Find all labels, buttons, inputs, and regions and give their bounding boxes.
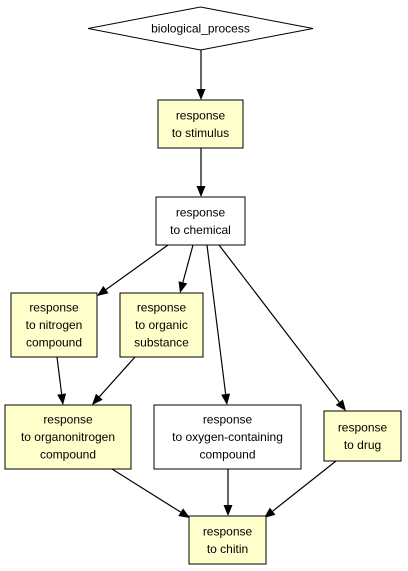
node-response-to-drug[interactable]: response to drug <box>323 410 402 462</box>
node-biological-process[interactable]: biological_process <box>87 6 314 51</box>
node-response-to-stimulus[interactable]: response to stimulus <box>157 99 244 149</box>
arrowhead <box>92 393 103 405</box>
edges-layer <box>56 50 346 518</box>
node-response-to-nitrogen-compound[interactable]: response to nitrogen compound <box>10 292 98 358</box>
edge-line <box>111 468 182 513</box>
arrowhead <box>223 505 233 516</box>
node-label-line: to nitrogen <box>26 318 83 332</box>
node-box-shape <box>323 410 402 462</box>
node-diamond-shape <box>87 6 314 51</box>
edge-response-to-chemical-to-response-to-drug <box>218 244 346 411</box>
edge-line <box>182 244 194 283</box>
node-response-to-organonitrogen-compound[interactable]: response to organonitrogen compound <box>4 404 132 470</box>
edge-line <box>105 244 169 291</box>
edge-response-to-nitrogen-compound-to-response-to-organonitrogen-compound <box>56 356 67 405</box>
edge-response-to-organonitrogen-compound-to-response-to-chitin <box>111 468 190 518</box>
node-label-line: substance <box>134 336 189 350</box>
node-box-shape <box>4 404 132 470</box>
edge-response-to-oxygen-containing-compound-to-response-to-chitin <box>223 469 233 516</box>
node-box-shape <box>10 292 98 358</box>
arrowhead <box>196 186 206 197</box>
node-label-line: response <box>203 524 253 538</box>
edge-line <box>218 244 340 403</box>
arrowhead <box>178 508 190 518</box>
edge-biological-process-to-response-to-stimulus <box>196 50 206 100</box>
node-label-line: response <box>176 108 226 122</box>
node-label-line: compound <box>40 448 96 462</box>
node-response-to-chemical[interactable]: response to chemical <box>155 196 246 246</box>
edge-response-to-chemical-to-response-to-nitrogen-compound <box>97 244 169 296</box>
node-label-line: to chemical <box>170 223 231 237</box>
arrowhead <box>221 393 231 405</box>
arrowhead <box>57 393 67 405</box>
edge-response-to-organic-substance-to-response-to-organonitrogen-compound <box>92 356 136 405</box>
edge-line <box>272 460 337 512</box>
node-label-line: to organic <box>135 318 188 332</box>
edge-line <box>56 356 63 395</box>
node-label-line: compound <box>26 336 82 350</box>
edge-response-to-drug-to-response-to-chitin <box>264 460 337 518</box>
node-response-to-chitin[interactable]: response to chitin <box>188 515 267 565</box>
edge-line <box>206 244 227 395</box>
node-label-line: response <box>203 413 253 427</box>
node-label-line: compound <box>199 448 255 462</box>
arrowhead <box>97 285 109 296</box>
edge-response-to-chemical-to-response-to-oxygen-containing-compound <box>206 244 231 405</box>
node-box-shape <box>155 196 246 246</box>
node-label-line: to stimulus <box>172 126 229 140</box>
node-response-to-organic-substance[interactable]: response to organic substance <box>119 292 204 358</box>
node-label-line: response <box>137 301 187 315</box>
arrowhead <box>264 507 276 518</box>
node-label-line: to oxygen-containing <box>172 430 283 444</box>
node-box-shape <box>157 99 244 149</box>
node-label-line: to drug <box>344 438 381 452</box>
node-label-line: response <box>43 413 93 427</box>
node-label-line: response <box>176 205 226 219</box>
node-label-line: to organonitrogen <box>21 430 115 444</box>
node-label-line: to chitin <box>207 542 248 556</box>
edge-response-to-chemical-to-response-to-organic-substance <box>178 244 194 293</box>
node-label-line: response <box>29 301 79 315</box>
node-box-shape <box>153 404 302 470</box>
edge-response-to-stimulus-to-response-to-chemical <box>196 148 206 197</box>
node-box-shape <box>188 515 267 565</box>
node-box-shape <box>119 292 204 358</box>
arrowhead <box>335 399 346 411</box>
node-label-line: biological_process <box>151 22 250 36</box>
node-response-to-oxygen-containing-compound[interactable]: response to oxygen-containing compound <box>153 404 302 470</box>
edge-line <box>98 356 136 398</box>
arrowhead <box>178 281 188 293</box>
arrowhead <box>196 89 206 100</box>
node-label-line: response <box>338 420 388 434</box>
